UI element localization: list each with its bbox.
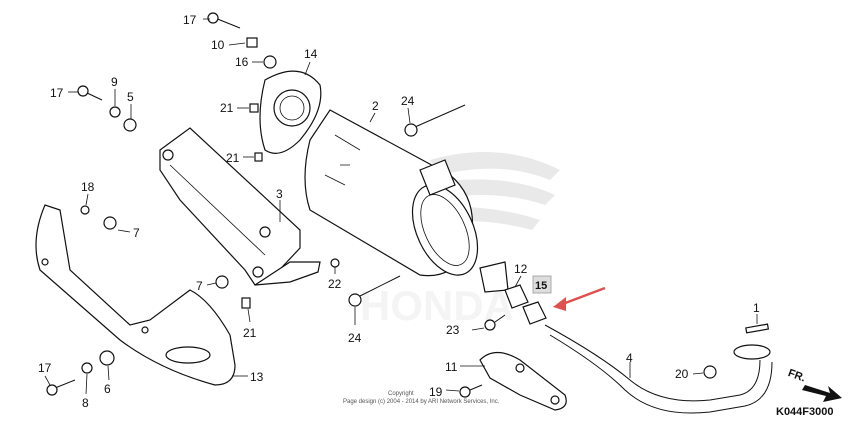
callout-3[interactable]: 3 (276, 187, 283, 201)
callout-20[interactable]: 20 (675, 367, 689, 381)
heat-shield-part-3[interactable] (159, 127, 321, 286)
muffler-part-2[interactable] (304, 109, 509, 293)
nut-20[interactable] (703, 365, 717, 379)
callout-13[interactable]: 13 (250, 370, 264, 384)
callout-14[interactable]: 14 (304, 47, 318, 61)
heat-plate-part-14[interactable] (259, 70, 322, 154)
callout-8[interactable]: 8 (82, 396, 89, 410)
callout-16[interactable]: 16 (235, 55, 249, 69)
callout-18[interactable]: 18 (81, 180, 95, 194)
washer-7-lower[interactable] (215, 275, 229, 289)
bolt-17-left[interactable] (77, 85, 103, 101)
front-direction-arrow: FR. (786, 367, 842, 402)
bolt-24-lower[interactable] (348, 275, 401, 307)
callout-22[interactable]: 22 (328, 277, 342, 291)
callout-21[interactable]: 21 (226, 151, 240, 165)
bolt-17-top[interactable] (207, 12, 241, 29)
bolt-19[interactable] (459, 384, 483, 398)
pipe-protector-part-11[interactable] (479, 351, 567, 411)
callout-7[interactable]: 7 (133, 226, 140, 240)
washer-9[interactable] (109, 106, 121, 118)
lower-cover-part-13[interactable] (35, 204, 236, 386)
direction-label: FR. (786, 367, 807, 384)
washer-7-upper[interactable] (103, 216, 117, 230)
grommet-16[interactable] (263, 55, 277, 69)
collar-8[interactable] (81, 362, 93, 374)
screw-18[interactable] (80, 205, 90, 215)
callout-9[interactable]: 9 (111, 75, 118, 89)
reference-code: K044F3000 (776, 406, 834, 418)
callout-12[interactable]: 12 (514, 262, 528, 276)
callout-17[interactable]: 17 (183, 13, 197, 27)
callout-6[interactable]: 6 (104, 382, 111, 396)
callout-17[interactable]: 17 (38, 361, 52, 375)
callout-23[interactable]: 23 (446, 323, 460, 337)
callout-19[interactable]: 19 (429, 385, 443, 399)
callout-2[interactable]: 2 (372, 99, 379, 113)
copyright-line-1: Copyright (388, 391, 414, 397)
callout-7[interactable]: 7 (196, 279, 203, 293)
bolt-17-bottom[interactable] (46, 379, 76, 396)
grommet-6[interactable] (99, 350, 115, 366)
callout-11[interactable]: 11 (445, 360, 458, 374)
gasket-part-15[interactable] (522, 275, 552, 325)
bolt-23[interactable] (484, 314, 506, 331)
callout-17[interactable]: 17 (50, 86, 64, 100)
collar-10[interactable] (246, 37, 258, 48)
highlight-arrow (553, 286, 606, 311)
callout-21[interactable]: 21 (243, 326, 257, 340)
callout-10[interactable]: 10 (211, 38, 225, 52)
bolt-24-upper[interactable] (404, 104, 466, 137)
grommet-5[interactable] (123, 118, 137, 132)
callout-15[interactable]: 15 (535, 280, 547, 292)
exhaust-pipe-part-4[interactable] (544, 324, 773, 414)
callout-24[interactable]: 24 (401, 94, 415, 108)
clip-21-mid[interactable] (254, 152, 263, 162)
callout-4[interactable]: 4 (626, 351, 633, 365)
clip-21-lower[interactable] (241, 297, 251, 309)
leader-lines (44, 18, 758, 395)
part-15-highlight-box (532, 275, 552, 294)
callout-21[interactable]: 21 (220, 101, 234, 115)
callout-labels: 17 10 16 14 17 9 5 21 21 2 24 18 3 7 7 2… (38, 13, 760, 410)
callout-5[interactable]: 5 (127, 90, 134, 104)
callout-1[interactable]: 1 (753, 301, 760, 315)
bolt-22[interactable] (330, 258, 340, 268)
gasket-1[interactable] (745, 323, 770, 334)
clip-21-upper[interactable] (249, 103, 259, 113)
copyright-line-2: Page design (c) 2004 - 2014 by ARI Netwo… (343, 399, 500, 405)
callout-24[interactable]: 24 (348, 331, 362, 345)
